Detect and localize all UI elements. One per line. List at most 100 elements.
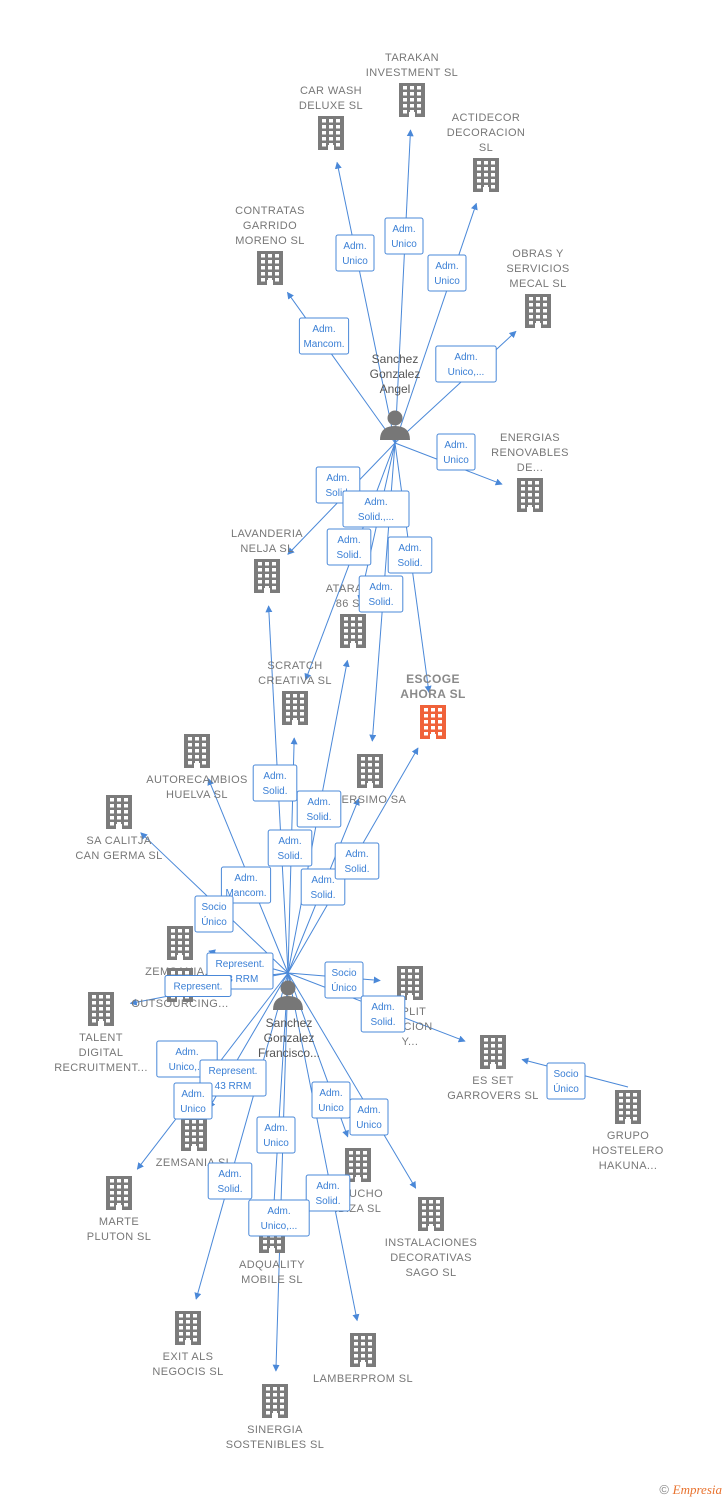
company-name-line: AHORA SL	[400, 687, 465, 701]
role-label-text: Unico,...	[261, 1221, 298, 1232]
company-name-line: ES SET	[472, 1075, 514, 1087]
edge-role-label[interactable]: Adm.Unico	[427, 254, 467, 292]
company-name-line: CAN GERMA SL	[75, 850, 162, 862]
role-label-text: Adm.	[371, 1002, 394, 1013]
role-label-text: Adm.	[234, 873, 257, 884]
role-label-text: Adm.	[392, 224, 415, 235]
company-node-talent[interactable]: TALENTDIGITALRECRUITMENT...	[54, 992, 148, 1074]
footer-credit[interactable]: © Empresia	[659, 1482, 722, 1498]
company-name-line: VERSIMO SA	[334, 794, 407, 806]
company-node-zemsania2[interactable]: ZEMSANIA SL	[156, 1117, 233, 1169]
edge-role-label[interactable]: Adm.Solid.,...	[342, 490, 410, 528]
edge-role-label[interactable]: Adm.Mancom.	[220, 866, 272, 904]
role-label-text: Unico,...	[169, 1062, 206, 1073]
building-icon	[397, 966, 423, 1000]
role-label-box	[358, 575, 404, 613]
edge-role-label[interactable]: Adm.Solid.	[358, 575, 404, 613]
role-label-text: Unico	[342, 256, 368, 267]
building-icon	[525, 294, 551, 328]
role-label-text: Adm.	[444, 440, 467, 451]
edge-role-label[interactable]: Adm.Unico,...	[435, 345, 497, 383]
edge-role-label[interactable]: Adm.Unico	[311, 1081, 351, 1119]
building-icon	[254, 559, 280, 593]
company-name-line: CONTRATAS	[235, 205, 305, 217]
role-label-text: Adm.	[369, 582, 392, 593]
company-name-line: NEGOCIS SL	[152, 1366, 223, 1378]
edge-role-label[interactable]: Adm.Solid.	[334, 842, 380, 880]
edge-role-label[interactable]: Adm.Mancom.	[298, 317, 350, 355]
person-icon	[273, 980, 303, 1010]
company-name-line: CREATIVA SL	[258, 675, 332, 687]
company-name-line: MARTE	[99, 1216, 139, 1228]
edge-role-label[interactable]: Adm.Solid.	[326, 528, 372, 566]
company-node-lamberprom[interactable]: LAMBERPROM SL	[313, 1333, 413, 1385]
edge-role-label[interactable]: Adm.Solid.	[207, 1162, 253, 1200]
company-node-energias[interactable]: ENERGIASRENOVABLESDE...	[491, 432, 569, 512]
person-node-francisco[interactable]: SanchezGonzalezFrancisco...	[258, 980, 320, 1061]
edge-role-label[interactable]: Adm.Unico	[349, 1098, 389, 1136]
edge-role-label[interactable]: Adm.Unico	[173, 1082, 213, 1120]
edge-role-label[interactable]: Represent.43 RRM	[199, 1059, 267, 1097]
role-label-box	[349, 1098, 389, 1136]
company-name-line: MOBILE SL	[241, 1274, 303, 1286]
role-label-box	[546, 1062, 586, 1100]
building-icon	[480, 1035, 506, 1069]
building-icon	[106, 795, 132, 829]
role-label-box	[360, 995, 406, 1033]
edge-role-label[interactable]: Adm.Unico	[335, 234, 375, 272]
role-label-text: Adm.	[311, 875, 334, 886]
company-node-grupo[interactable]: GRUPOHOSTELEROHAKUNA...	[592, 1090, 663, 1172]
role-label-text: 43 RRM	[222, 974, 259, 985]
building-icon	[318, 116, 344, 150]
company-name-line: SOSTENIBLES SL	[226, 1439, 325, 1451]
edge-role-label[interactable]: Adm.Solid.	[296, 790, 342, 828]
edge-role-label[interactable]: Adm.Solid.	[387, 536, 433, 574]
edge-role-label[interactable]: Represent.	[164, 975, 232, 997]
company-name-line: HOSTELERO	[592, 1145, 663, 1157]
company-name-line: DECORATIVAS	[390, 1252, 472, 1264]
edge-role-label[interactable]: Adm.Unico,...	[248, 1199, 310, 1237]
edge-role-label[interactable]: Adm.Unico	[384, 217, 424, 255]
company-name-line: SAGO SL	[405, 1267, 456, 1279]
company-name-line: SL	[479, 142, 493, 154]
company-name-line: AUTORECAMBIOS	[146, 774, 248, 786]
edge-role-label[interactable]: Adm.Solid.	[305, 1174, 351, 1212]
company-node-versimo[interactable]: VERSIMO SA	[334, 754, 407, 806]
role-label-box	[248, 1199, 310, 1237]
edge-role-label[interactable]: Adm.Unico	[436, 433, 476, 471]
edge-role-label[interactable]: Adm.Unico	[256, 1116, 296, 1154]
role-label-text: Unico,...	[448, 367, 485, 378]
edge-role-label[interactable]: Adm.Solid.	[300, 868, 346, 906]
role-label-text: Solid.	[277, 851, 302, 862]
person-name-line: Gonzalez	[264, 1031, 315, 1045]
role-label-text: Represent.	[209, 1066, 258, 1077]
role-label-text: Solid.	[262, 786, 287, 797]
role-label-box	[207, 1162, 253, 1200]
person-icon	[380, 410, 410, 440]
edge-role-label[interactable]: Adm.Solid.	[252, 764, 298, 802]
company-name-line: GARROVERS SL	[447, 1090, 539, 1102]
edge-role-label[interactable]: Adm.Solid.	[360, 995, 406, 1033]
building-icon	[175, 1311, 201, 1345]
role-label-box	[194, 895, 234, 933]
edge-role-label[interactable]: Adm.Solid.	[267, 829, 313, 867]
company-node-esset[interactable]: ES SET GARROVERS SL	[447, 1035, 539, 1102]
